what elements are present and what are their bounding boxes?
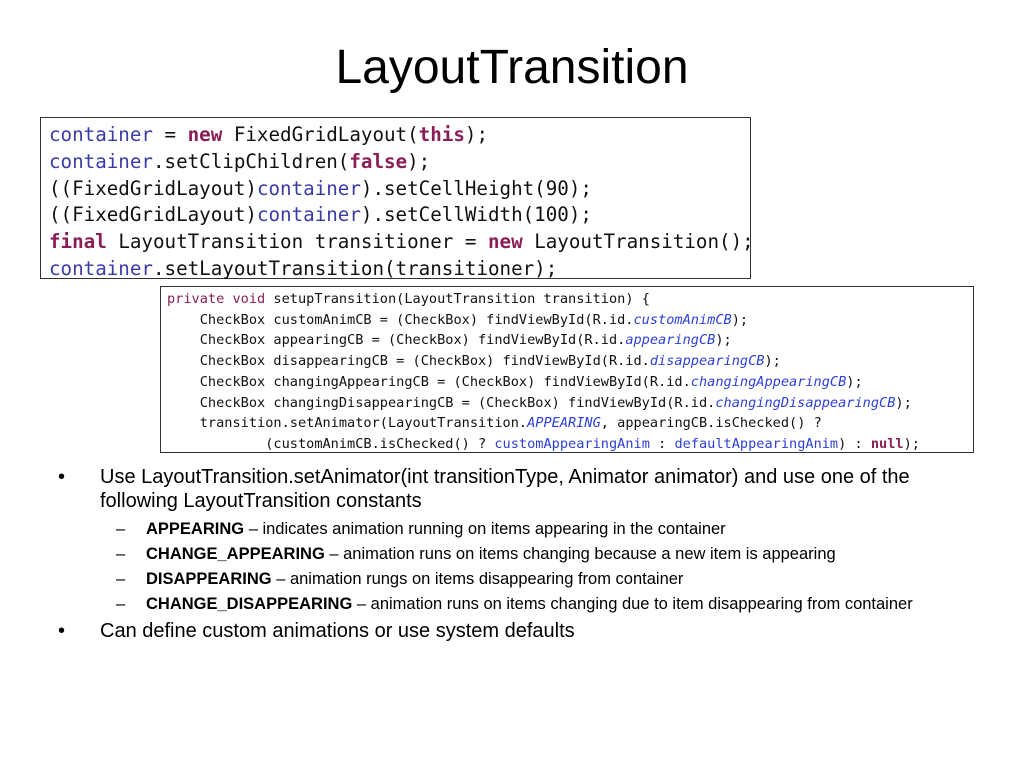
code-token: CheckBox changingAppearingCB = (CheckBox… [167,373,691,390]
code-token: = [152,123,188,146]
code-token: APPEARING [527,415,601,432]
code-token: this [418,123,465,146]
code-token: defaultAppearingAnim [674,435,839,452]
bullet-text: Can define custom animations or use syst… [100,620,575,642]
constant-name: DISAPPEARING [146,570,272,588]
code-token: ); [715,332,732,349]
dash-marker: – [116,545,126,563]
code-token: container [256,176,361,200]
code-token: (customAnimCB.isChecked() ? [167,435,495,452]
code-line: ((FixedGridLayout)container).setCellHeig… [49,176,750,203]
code-token: ((FixedGridLayout) [49,176,257,200]
bullet-list: • Use LayoutTransition.setAnimator(int t… [58,465,978,643]
code-token: null [870,435,904,452]
code-token: .setLayoutTransition(transitioner); [152,256,558,280]
code-token: new [487,230,523,254]
code-token: ); [846,373,863,390]
code-token: LayoutTransition transitioner = [106,230,488,254]
code-token: changingAppearingCB [690,373,847,390]
code-token: changingDisappearingCB [715,394,896,411]
code-token: ) : [838,435,871,452]
code-line: container.setClipChildren(false); [49,149,750,176]
code-token: container [49,149,153,173]
bullet-text: Use LayoutTransition.setAnimator(int tra… [100,466,910,512]
constant-description: – animation rungs on items disappearing … [271,570,684,588]
constant-description: – animation runs on items changing becau… [324,545,836,563]
code-token: customAnimCB [633,311,732,328]
dash-marker: – [116,520,126,538]
sub-bullet-item: – APPEARING – indicates animation running… [100,519,978,539]
code-line: private void setupTransition(LayoutTrans… [167,289,973,310]
code-token: ); [464,123,488,146]
sub-bullet-list: – APPEARING – indicates animation running… [100,519,978,614]
code-token: ); [407,149,431,173]
bullet-item: • Can define custom animations or use sy… [58,619,978,643]
code-token: appearingCB [625,332,716,349]
dash-marker: – [116,570,126,588]
code-snippet-container-setup: container = new FixedGridLayout(this); c… [40,117,754,280]
code-line: CheckBox changingAppearingCB = (CheckBox… [167,372,973,393]
code-token: container [49,256,153,280]
constant-description: – indicates animation running on items a… [244,520,726,538]
sub-bullet-item: – DISAPPEARING – animation rungs on items… [100,569,978,589]
code-snippet-setup-transition: private void setupTransition(LayoutTrans… [160,286,974,453]
code-token: CheckBox appearingCB = (CheckBox) findVi… [167,332,626,349]
code-token: ); [731,311,749,328]
code-token: ).setCellHeight(90); [360,176,592,200]
code-token: CheckBox changingDisappearingCB = (Check… [167,394,716,411]
code-token: ); [903,435,920,452]
code-token: transition.setAnimator(LayoutTransition. [167,415,528,432]
slide-title: LayoutTransition [335,41,689,94]
code-token: container [256,203,361,227]
code-line: CheckBox changingDisappearingCB = (Check… [167,393,973,414]
code-token: ((FixedGridLayout) [49,203,257,227]
code-line: CheckBox disappearingCB = (CheckBox) fin… [167,351,973,372]
code-token: ); [764,353,781,370]
code-token: customAppearingAnim [494,435,650,452]
code-line: (customAnimCB.isChecked() ? customAppear… [167,434,973,455]
code-line: container = new FixedGridLayout(this); [49,122,750,149]
code-token: CheckBox disappearingCB = (CheckBox) fin… [167,353,650,370]
bullet-marker: • [58,466,66,488]
constant-name: CHANGE_APPEARING [146,545,325,563]
code-token: FixedGridLayout( [222,123,419,146]
sub-bullet-item: – CHANGE_DISAPPEARING – animation runs on… [100,594,978,614]
code-line: final LayoutTransition transitioner = ne… [49,229,754,256]
code-token: false [349,149,408,173]
constant-description: – animation runs on items changing due t… [352,595,913,613]
code-token: setupTransition(LayoutTransition transit… [265,291,650,307]
bullet-item: • Use LayoutTransition.setAnimator(int t… [58,465,978,614]
code-token: new [187,123,223,146]
code-line: container.setLayoutTransition(transition… [49,256,750,283]
code-token: : [649,435,675,452]
sub-bullet-item: – CHANGE_APPEARING – animation runs on it… [100,544,978,564]
code-token: container [49,123,153,146]
code-line: transition.setAnimator(LayoutTransition.… [167,413,973,434]
code-line: ((FixedGridLayout)container).setCellWidt… [49,202,750,229]
dash-marker: – [116,595,126,613]
code-token: CheckBox customAnimCB = (CheckBox) findV… [167,311,634,328]
code-token: disappearingCB [649,353,765,370]
code-token: private void [167,291,266,307]
bullet-marker: • [58,620,66,642]
code-line: CheckBox appearingCB = (CheckBox) findVi… [167,330,973,351]
code-token: , appearingCB.isChecked() ? [600,415,822,432]
constant-name: CHANGE_DISAPPEARING [146,595,353,613]
code-token: final [49,230,107,254]
code-token: ); [895,394,912,411]
code-token: .setClipChildren( [152,149,350,173]
code-token: LayoutTransition(); [522,230,754,254]
constant-name: APPEARING [146,520,245,538]
code-token: ).setCellWidth(100); [360,203,592,227]
code-line: CheckBox customAnimCB = (CheckBox) findV… [167,310,973,331]
